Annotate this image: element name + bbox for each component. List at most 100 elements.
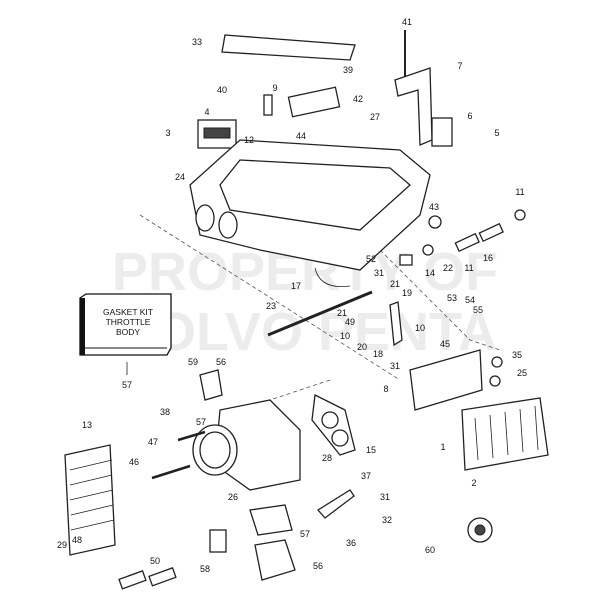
callout-45: 45 — [440, 339, 450, 349]
callout-9: 9 — [272, 83, 277, 93]
callout-47: 47 — [148, 437, 158, 447]
callout-28: 28 — [322, 453, 332, 463]
callout-18: 18 — [373, 349, 383, 359]
callout-38: 38 — [160, 407, 170, 417]
callout-23: 23 — [266, 301, 276, 311]
module-part — [287, 86, 341, 118]
callout-27: 27 — [370, 112, 380, 122]
callout-22: 22 — [443, 263, 453, 273]
callout-46: 46 — [129, 457, 139, 467]
callout-8: 8 — [383, 384, 388, 394]
callout-16: 16 — [483, 253, 493, 263]
throttle-bore-inner — [199, 431, 231, 469]
callout-15: 15 — [366, 445, 376, 455]
bracket-plate-part — [409, 349, 483, 411]
callout-5: 5 — [494, 128, 499, 138]
block-part — [431, 117, 453, 147]
cooler-fins — [69, 459, 115, 531]
callout-40: 40 — [217, 85, 227, 95]
callout-56: 56 — [216, 357, 226, 367]
callout-1: 1 — [440, 442, 445, 452]
sensor-connector — [203, 127, 231, 139]
callout-32: 32 — [382, 515, 392, 525]
iac-gasket-part — [249, 504, 293, 536]
gasket-hole — [321, 411, 339, 429]
hose-part — [454, 232, 480, 253]
callout-59: 59 — [188, 357, 198, 367]
throttle-rod-part — [267, 290, 373, 337]
callout-57b: 57 — [196, 417, 206, 427]
callout-25: 25 — [517, 368, 527, 378]
callout-10b: 10 — [415, 323, 425, 333]
gasket-kit-box: GASKET KIT THROTTLE BODY — [79, 293, 172, 375]
gasket-hole — [331, 429, 349, 447]
top-gasket-part — [221, 34, 356, 61]
callout-24: 24 — [175, 172, 185, 182]
control-module-part — [461, 397, 549, 471]
clamp-part — [514, 209, 526, 221]
callout-39: 39 — [343, 65, 353, 75]
connector-part — [399, 254, 413, 266]
watermark-line-2: VOLVO PENTA — [118, 302, 497, 362]
callout-20: 20 — [357, 342, 367, 352]
iac-valve-part — [254, 539, 296, 581]
manifold-top-plate — [219, 159, 411, 231]
callout-21b: 21 — [337, 308, 347, 318]
assembly-line — [379, 249, 501, 351]
callout-17: 17 — [291, 281, 301, 291]
callout-14: 14 — [425, 268, 435, 278]
callout-6: 6 — [467, 111, 472, 121]
callout-19: 19 — [402, 288, 412, 298]
stud-part — [177, 430, 206, 442]
stud-part — [151, 464, 191, 480]
callout-11: 11 — [515, 187, 524, 197]
callout-57c: 57 — [300, 529, 310, 539]
callout-29: 29 — [57, 540, 67, 550]
callouts: 33 41 7 39 40 9 42 4 12 27 44 6 3 5 24 1… — [57, 17, 527, 574]
callout-55: 55 — [473, 305, 483, 315]
assembly-line — [139, 214, 401, 381]
bracket-part — [394, 67, 433, 146]
callout-31b: 31 — [390, 361, 400, 371]
pressure-switch-center — [474, 524, 486, 536]
callout-31c: 31 — [380, 492, 390, 502]
callout-7: 7 — [457, 61, 462, 71]
manifold-port — [195, 204, 215, 232]
callout-2: 2 — [471, 478, 476, 488]
callout-60: 60 — [425, 545, 435, 555]
sensor-part — [428, 215, 442, 229]
callout-33: 33 — [192, 37, 202, 47]
sensor-part — [209, 529, 227, 553]
callout-3: 3 — [165, 128, 170, 138]
callout-36: 36 — [346, 538, 356, 548]
callout-42: 42 — [353, 94, 363, 104]
pin-part — [263, 94, 273, 116]
callout-12: 12 — [244, 135, 254, 145]
callout-56b: 56 — [313, 561, 323, 571]
callout-26: 26 — [228, 492, 238, 502]
callout-4: 4 — [204, 107, 209, 117]
callout-48: 48 — [72, 535, 82, 545]
wire-part — [314, 267, 351, 287]
callout-43: 43 — [429, 202, 439, 212]
callout-31: 31 — [374, 268, 384, 278]
callout-49: 49 — [345, 317, 355, 327]
hose-part — [118, 570, 147, 590]
callout-58: 58 — [200, 564, 210, 574]
throttle-lever-part — [317, 489, 355, 519]
nut-part — [491, 356, 503, 368]
callout-41: 41 — [402, 17, 412, 27]
callout-13: 13 — [82, 420, 92, 430]
callout-10: 10 — [340, 331, 350, 341]
callout-57: 57 — [122, 380, 132, 390]
cooler-part — [64, 444, 116, 556]
nut-part — [489, 375, 501, 387]
callout-21: 21 — [390, 279, 400, 289]
gasket-kit-line-3: BODY — [116, 327, 140, 337]
tps-sensor-part — [199, 369, 223, 401]
callout-52: 52 — [366, 254, 376, 264]
gasket-kit-line-1: GASKET KIT — [103, 307, 153, 317]
callout-54: 54 — [465, 295, 475, 305]
